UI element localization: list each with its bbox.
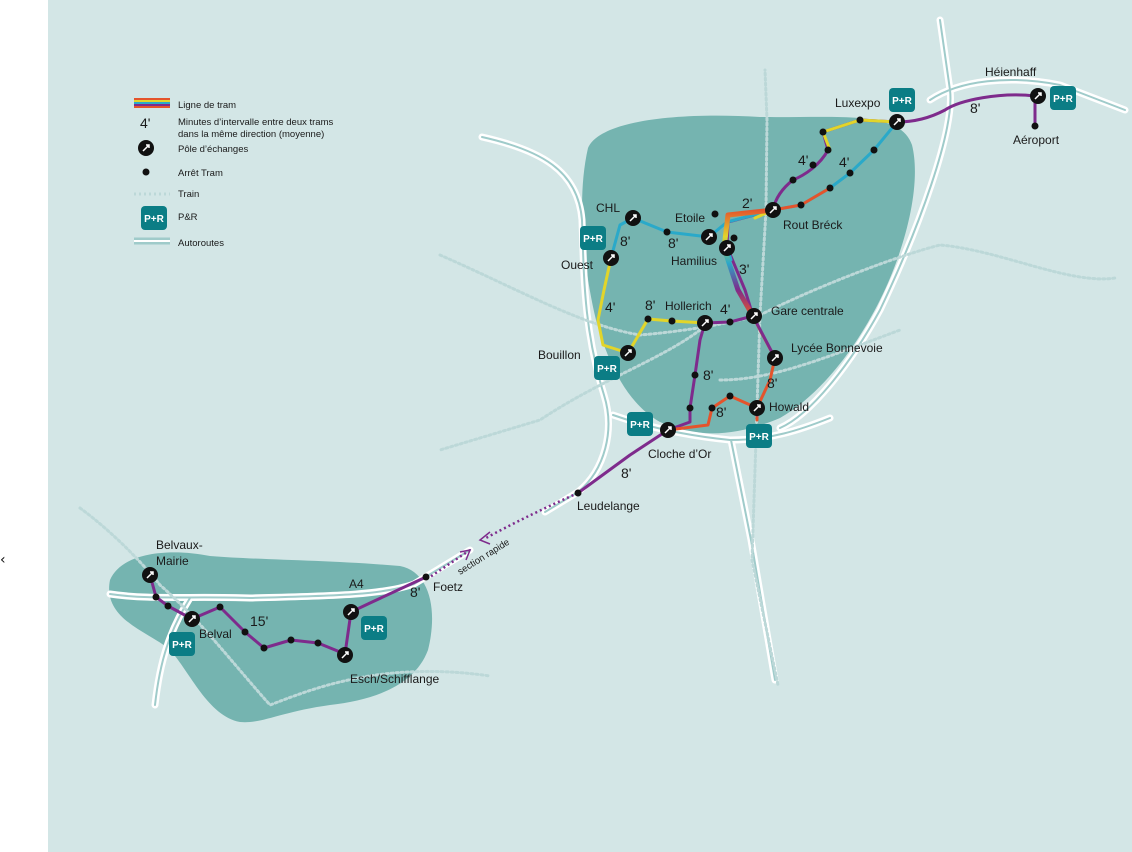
svg-text:P+R: P+R bbox=[1053, 94, 1074, 105]
section-rapide-arrow-icon-south bbox=[459, 548, 472, 561]
legend-tram-line-label: Ligne de tram bbox=[178, 100, 236, 111]
interchange-icon bbox=[767, 350, 783, 366]
legend-pr-icon: P+R bbox=[141, 206, 167, 230]
interchange-icon bbox=[660, 422, 676, 438]
legend-tram-stop-label: Arrêt Tram bbox=[178, 168, 223, 179]
station-label-chl: CHL bbox=[596, 201, 620, 215]
legend-train-label: Train bbox=[178, 189, 199, 200]
legend-interval-value: 4' bbox=[140, 115, 150, 131]
station-label-bouillon: Bouillon bbox=[538, 348, 581, 362]
svg-text:P+R: P+R bbox=[583, 234, 604, 245]
pr-badge: P+R bbox=[361, 616, 387, 640]
svg-text:P+R: P+R bbox=[630, 420, 651, 431]
interchange-icon bbox=[343, 604, 359, 620]
interchange-icon bbox=[620, 345, 636, 361]
interval-ouest: 4' bbox=[605, 299, 615, 315]
interval-hollerich-e: 4' bbox=[720, 301, 730, 317]
park-and-ride-badges: P+R P+R P+R P+R P+R P+R P+R P+R bbox=[169, 86, 1076, 656]
station-label-belvaux-mairie: Belvaux- bbox=[156, 538, 203, 552]
legend-motorway-label: Autoroutes bbox=[178, 238, 224, 249]
svg-text:P+R: P+R bbox=[144, 214, 165, 225]
svg-text:P+R: P+R bbox=[172, 640, 193, 651]
station-label-gare-centrale: Gare centrale bbox=[771, 304, 844, 318]
station-label-aeroport: Aéroport bbox=[1013, 133, 1060, 147]
interval-etoile: 8' bbox=[668, 235, 678, 251]
station-label-howald: Howald bbox=[769, 400, 809, 414]
station-label-a4: A4 bbox=[349, 577, 364, 591]
legend-interval-label: Minutes d’intervalle entre deux trams bbox=[178, 117, 333, 128]
train-lines bbox=[78, 68, 1117, 707]
interval-luxexpo-a: 4' bbox=[798, 152, 808, 168]
station-label-hollerich: Hollerich bbox=[665, 299, 712, 313]
station-label-lycee-bonnevoie: Lycée Bonnevoie bbox=[791, 341, 883, 355]
interval-foetz: 8' bbox=[410, 584, 420, 600]
svg-text:P+R: P+R bbox=[597, 364, 618, 375]
interchange-icon bbox=[142, 567, 158, 583]
station-label-leudelange: Leudelange bbox=[577, 499, 640, 513]
interchange-icon bbox=[1030, 88, 1046, 104]
interchanges bbox=[142, 88, 1046, 663]
interval-hamilius: 3' bbox=[739, 261, 749, 277]
pr-badge: P+R bbox=[594, 356, 620, 380]
legend-interval-label-2: dans la même direction (moyenne) bbox=[178, 129, 324, 140]
pr-badge: P+R bbox=[1050, 86, 1076, 110]
station-label-ouest: Ouest bbox=[561, 258, 594, 272]
section-rapide-line-south bbox=[429, 548, 471, 579]
interval-lycee: 8' bbox=[767, 375, 777, 391]
station-label-belvaux-mairie-2: Mairie bbox=[156, 554, 189, 568]
interval-luxexpo-b: 4' bbox=[839, 154, 849, 170]
tram-stops bbox=[152, 116, 1039, 652]
interchange-icon bbox=[603, 250, 619, 266]
svg-text:P+R: P+R bbox=[749, 432, 770, 443]
legend: Ligne de tram 4' Minutes d’intervalle en… bbox=[134, 98, 333, 249]
interval-south-orange: 8' bbox=[716, 404, 726, 420]
tram-line-purple bbox=[576, 93, 1037, 495]
legend-tram-stop-icon bbox=[142, 168, 150, 176]
interchange-icon bbox=[749, 400, 765, 416]
legend-tram-line-icon bbox=[134, 98, 170, 108]
interchange-icon bbox=[625, 210, 641, 226]
legend-exchange-label: Pôle d’échanges bbox=[178, 144, 248, 155]
interchange-icon bbox=[765, 202, 781, 218]
interchange-icon bbox=[337, 647, 353, 663]
station-label-belval: Belval bbox=[199, 627, 232, 641]
interchange-icon bbox=[697, 315, 713, 331]
pr-badge: P+R bbox=[580, 226, 606, 250]
legend-exchange-icon bbox=[138, 140, 154, 156]
interval-south-purple: 8' bbox=[703, 367, 713, 383]
interchange-icon bbox=[746, 308, 762, 324]
station-labels: Héienhaff Aéroport Luxexpo CHL Etoile Ro… bbox=[156, 65, 1060, 686]
svg-text:P+R: P+R bbox=[364, 624, 385, 635]
interval-hollerich-w: 8' bbox=[645, 297, 655, 313]
interval-labels: 8' 4' 4' 2' 8' 8' 3' 4' 8' 4' 8' 8' 8' 8… bbox=[250, 100, 980, 629]
station-label-esch-schifflange: Esch/Schifflange bbox=[350, 672, 439, 686]
interchange-icon bbox=[719, 240, 735, 256]
pr-badge: P+R bbox=[746, 424, 772, 448]
interval-belval: 15' bbox=[250, 613, 268, 629]
chevron-left-icon[interactable]: ‹ bbox=[0, 552, 6, 568]
pr-badge: P+R bbox=[889, 88, 915, 112]
interval-leudelange: 8' bbox=[621, 465, 631, 481]
section-rapide-arrow-icon bbox=[478, 531, 491, 545]
legend-pr-label: P&R bbox=[178, 212, 198, 223]
pr-badge: P+R bbox=[627, 412, 653, 436]
interchange-icon bbox=[184, 611, 200, 627]
station-label-foetz: Foetz bbox=[433, 580, 463, 594]
svg-text:P+R: P+R bbox=[892, 96, 913, 107]
station-label-etoile: Etoile bbox=[675, 211, 705, 225]
station-label-cloche-dor: Cloche d’Or bbox=[648, 447, 711, 461]
interval-chl: 8' bbox=[620, 233, 630, 249]
station-label-hamilius: Hamilius bbox=[671, 254, 717, 268]
interval-heienhaff: 8' bbox=[970, 100, 980, 116]
interchange-icon bbox=[889, 114, 905, 130]
station-label-heienhaff: Héienhaff bbox=[985, 65, 1037, 79]
station-label-rout-breck: Rout Bréck bbox=[783, 218, 843, 232]
pr-badge: P+R bbox=[169, 632, 195, 656]
station-label-luxexpo: Luxexpo bbox=[835, 96, 881, 110]
interchange-icon bbox=[701, 229, 717, 245]
section-rapide-line bbox=[485, 491, 579, 540]
interval-rout-breck: 2' bbox=[742, 195, 752, 211]
